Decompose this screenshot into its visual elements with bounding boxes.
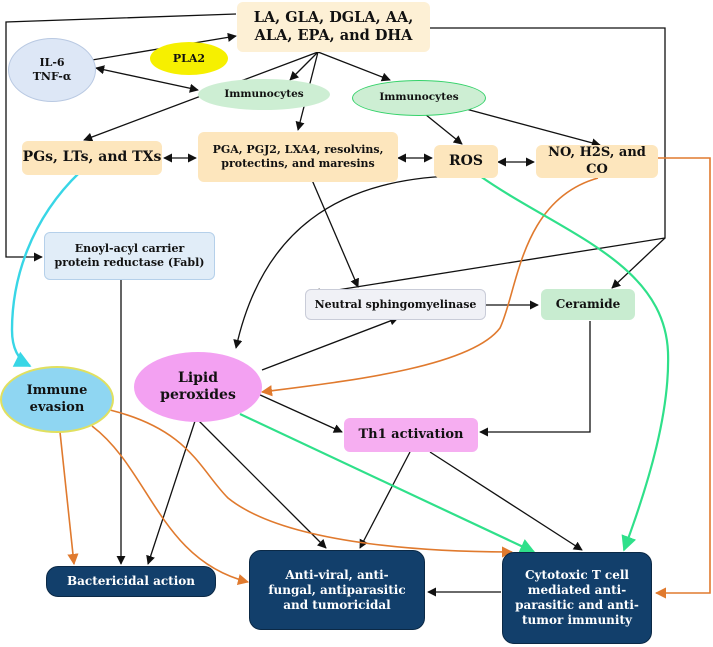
ros-label: ROS	[449, 152, 483, 169]
arrow-lipid-to-bactericidal	[146, 417, 197, 565]
pga-box: PGA, PGJ2, LXA4, resolvins, protectins, …	[198, 132, 398, 182]
ros-box: ROS	[434, 145, 498, 178]
pgs-box: PGs, LTs, and TXs	[22, 141, 162, 175]
lipid-peroxides-ellipse: Lipid peroxides	[134, 352, 262, 422]
immunocytes-right-ellipse: Immunocytes	[352, 80, 486, 116]
bactericidal-action-label: Bactericidal action	[67, 574, 195, 588]
no-box: NO, H2S, and CO	[536, 145, 658, 178]
arrow-th1-to-antiviral	[359, 451, 411, 549]
pga-label: PGA, PGJ2, LXA4, resolvins, protectins, …	[212, 143, 384, 170]
arrow-immune-to-cytotoxic	[109, 409, 514, 558]
cytotoxic-label: Cytotoxic T cell mediated anti-parasitic…	[515, 568, 639, 627]
arrow-ceramide-to-th1	[479, 321, 591, 437]
antiviral-label: Anti-viral, anti-fungal, antiparasitic a…	[268, 567, 406, 612]
arrow-pgs-to-immune-evasion	[10, 171, 81, 368]
pla2-ellipse: PLA2	[150, 42, 228, 75]
immune-evasion-label: Immune evasion	[26, 383, 88, 415]
th1-activation-label: Th1 activation	[358, 426, 464, 442]
immunocytes-left-label: Immunocytes	[224, 87, 304, 100]
arrow-no-to-lipid	[260, 177, 599, 397]
arrow-lipid-to-cytotoxic	[239, 413, 536, 554]
arrow-lipid-to-neutral	[261, 316, 399, 371]
fabl-label: Enoyl-acyl carrier protein reductase (Fa…	[54, 242, 205, 269]
cytokines-label: IL-6 TNF-α	[32, 56, 72, 83]
arrow-frame-loop	[311, 27, 666, 298]
fatty-acids-label: LA, GLA, DGLA, AA, ALA, EPA, and DHA	[253, 8, 414, 44]
arrow-th1-to-cytotoxic	[429, 451, 583, 551]
pla2-label: PLA2	[172, 51, 206, 65]
pgs-label: PGs, LTs, and TXs	[22, 149, 162, 166]
arrow-ros-to-cytotoxic	[479, 175, 670, 552]
arrow-cytokines-immunocytes	[95, 65, 199, 93]
ceramide-box: Ceramide	[541, 289, 635, 320]
arrow-no-to-cytotoxic	[654, 157, 711, 599]
bactericidal-action-box: Bactericidal action	[46, 566, 216, 597]
no-label: NO, H2S, and CO	[548, 145, 646, 177]
arrow-fattyacids-to-immunocytes-right	[317, 51, 391, 82]
ceramide-label: Ceramide	[555, 297, 621, 311]
cytotoxic-box: Cytotoxic T cell mediated anti-parasitic…	[502, 552, 652, 644]
lipid-peroxides-label: Lipid peroxides	[160, 369, 236, 404]
arrow-fattyacids-to-immunocytes-left	[289, 51, 319, 81]
immunocytes-right-label: Immunocytes	[379, 91, 459, 104]
arrow-frame-to-ceramide	[611, 237, 666, 289]
arrow-pga-to-neutral	[311, 179, 359, 288]
fatty-acids-box: LA, GLA, DGLA, AA, ALA, EPA, and DHA	[237, 2, 430, 52]
antiviral-box: Anti-viral, anti-fungal, antiparasitic a…	[249, 550, 425, 630]
arrow-immune-to-bactericidal	[59, 431, 79, 566]
neutral-sphingomyelinase-box: Neutral sphingomyelinase	[305, 289, 486, 320]
arrow-lipid-to-antiviral	[195, 417, 327, 549]
neutral-sphingomyelinase-label: Neutral sphingomyelinase	[314, 297, 477, 311]
arrow-ros-to-lipid	[233, 175, 453, 349]
th1-activation-box: Th1 activation	[344, 418, 478, 452]
immunocytes-left-ellipse: Immunocytes	[198, 79, 330, 110]
arrow-immune-to-antiviral	[91, 425, 250, 585]
immune-evasion-ellipse: Immune evasion	[0, 366, 114, 433]
fabl-box: Enoyl-acyl carrier protein reductase (Fa…	[44, 232, 215, 280]
cytokines-ellipse: IL-6 TNF-α	[8, 38, 96, 102]
arrow-lipid-to-th1	[257, 393, 343, 433]
